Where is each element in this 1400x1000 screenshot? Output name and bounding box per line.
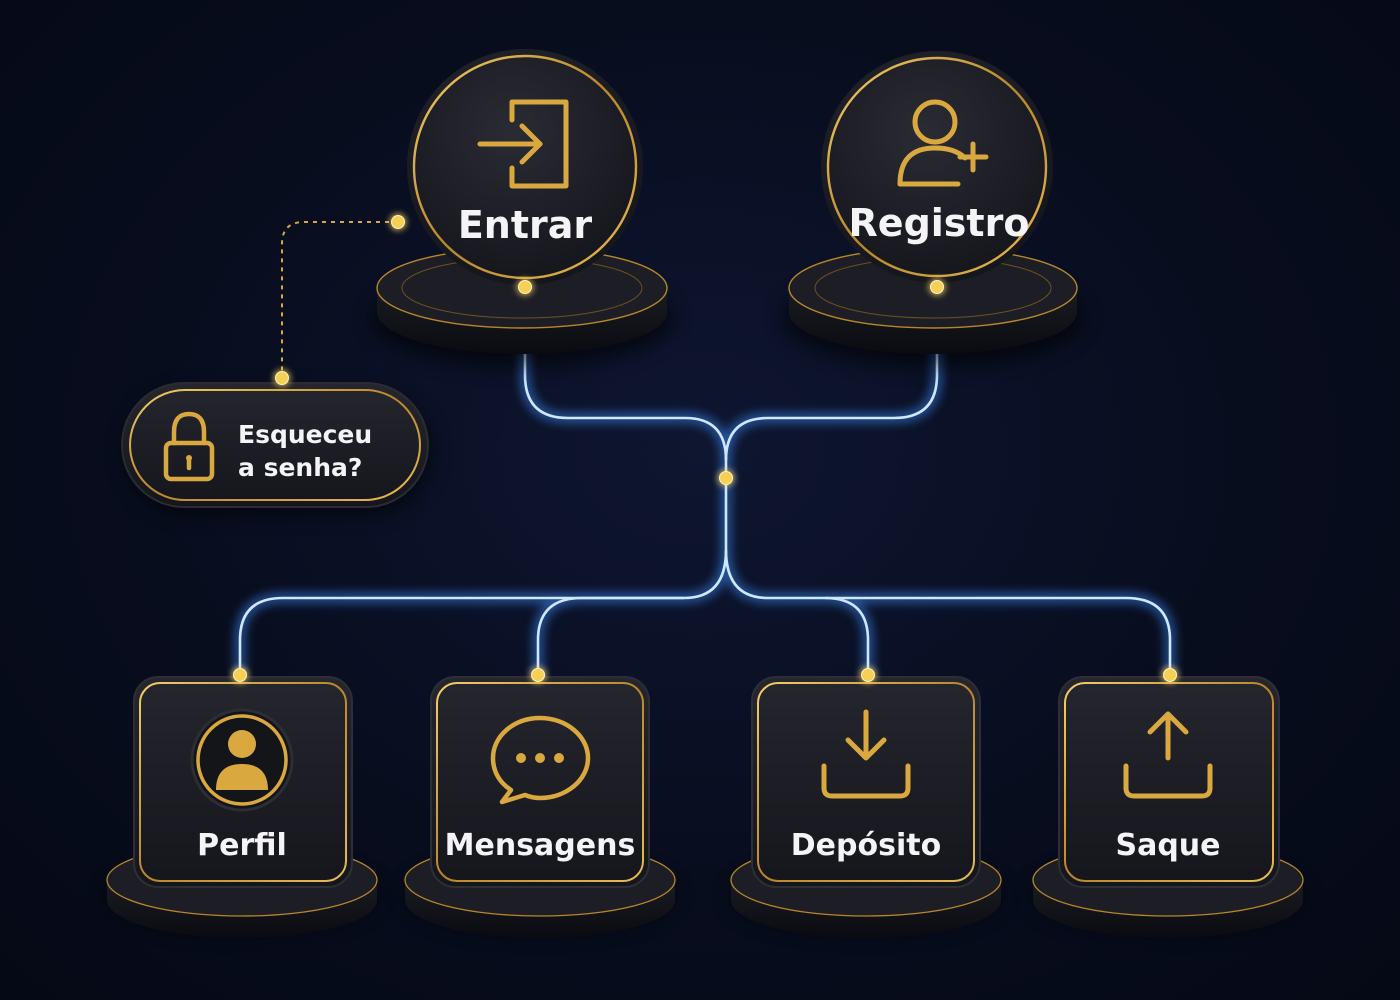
register-node[interactable]: Registro (783, 51, 1083, 366)
lock-icon (163, 411, 215, 482)
dot-deposit-in (861, 668, 875, 682)
forgot-line2: a senha? (238, 453, 362, 482)
user-plus-icon (897, 99, 989, 187)
forgot-password-node[interactable]: Esqueceu a senha? (121, 382, 432, 514)
dot-forgot-in (275, 371, 289, 385)
connector-hub-withdraw (825, 596, 1172, 675)
deposit-label: Depósito (791, 828, 941, 863)
user-icon (190, 708, 294, 812)
profile-card[interactable]: Perfil (106, 676, 378, 938)
forgot-line1: Esqueceu (238, 420, 372, 449)
deposit-card[interactable]: Depósito (730, 676, 1002, 938)
dot-login-out (518, 280, 532, 294)
messages-card[interactable]: Mensagens (404, 676, 676, 938)
connector-register-hub (724, 287, 939, 461)
messages-label: Mensagens (445, 828, 636, 863)
login-icon (477, 99, 569, 189)
login-label: Entrar (458, 203, 593, 247)
dot-profile-in (233, 668, 247, 682)
chat-bubble-icon (490, 715, 591, 805)
download-icon (821, 709, 911, 799)
withdraw-card[interactable]: Saque (1032, 676, 1304, 938)
connector-hub-messages (536, 596, 684, 675)
dot-withdraw-in (1163, 668, 1177, 682)
login-node[interactable]: Entrar (372, 49, 672, 366)
connector-lines (235, 221, 1175, 675)
upload-icon (1123, 711, 1213, 799)
connector-login-forgot (281, 221, 398, 378)
connector-hub-deposit (724, 549, 870, 675)
dot-messages-in (531, 668, 545, 682)
dot-hub (719, 471, 733, 485)
dot-register-out (930, 280, 944, 294)
junction-dots (231, 213, 1179, 684)
dot-login-side (391, 215, 405, 229)
withdraw-label: Saque (1115, 828, 1220, 863)
register-label: Registro (849, 201, 1030, 245)
profile-label: Perfil (197, 828, 287, 863)
